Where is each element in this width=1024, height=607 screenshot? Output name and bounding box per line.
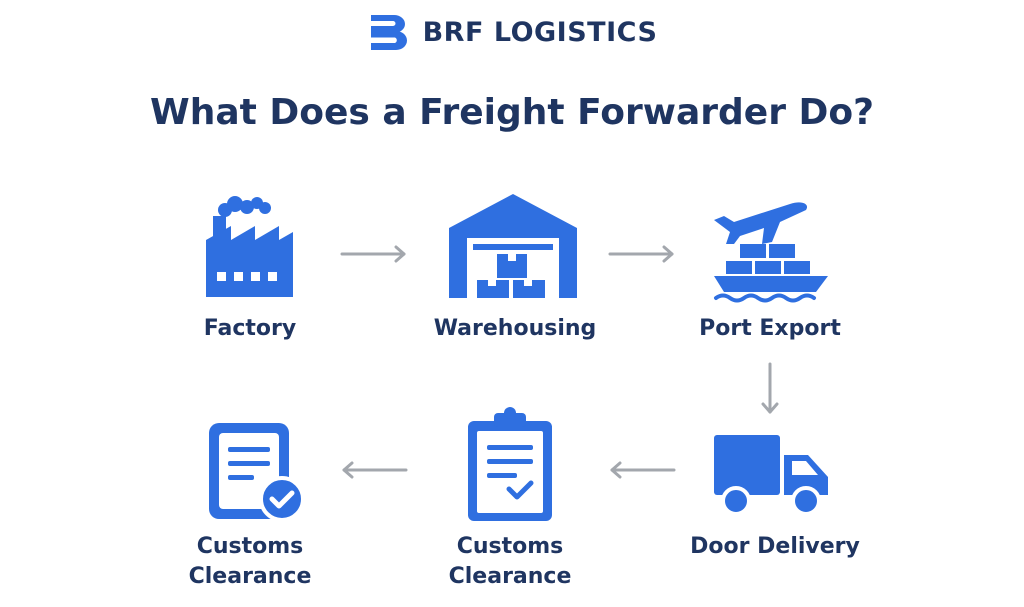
warehouse-icon bbox=[449, 194, 577, 298]
b-letter-logo-icon bbox=[370, 15, 407, 50]
brand-header: BRF LOGISTICS bbox=[0, 12, 1024, 52]
brand-name-rest: LOGISTICS bbox=[493, 16, 658, 48]
brand-name: BRF LOGISTICS bbox=[423, 17, 658, 48]
step-label: Door Delivery bbox=[690, 532, 860, 562]
arrow-right-icon bbox=[608, 245, 674, 263]
step-label: Customs Clearance bbox=[430, 532, 590, 592]
step-label: Port Export bbox=[690, 314, 850, 344]
step-label-line: Clearance bbox=[188, 564, 312, 589]
factory-icon bbox=[206, 196, 293, 297]
step-label: Factory bbox=[170, 314, 330, 344]
step-label-line: Clearance bbox=[448, 564, 572, 589]
arrow-down-icon bbox=[761, 362, 779, 414]
step-label-line: Factory bbox=[203, 316, 297, 341]
step-customs-clearance-clipboard: Customs Clearance bbox=[430, 405, 590, 595]
arrow-left-icon bbox=[342, 461, 408, 479]
arrow-left-icon bbox=[610, 461, 676, 479]
page-title: What Does a Freight Forwarder Do? bbox=[149, 92, 875, 133]
arrow-right-icon bbox=[340, 245, 406, 263]
step-label: Customs Clearance bbox=[170, 532, 330, 592]
brand-name-strong: BRF bbox=[422, 16, 484, 48]
clipboard-checklist-icon bbox=[468, 407, 552, 521]
step-customs-clearance-document: Customs Clearance bbox=[170, 405, 330, 595]
document-check-icon bbox=[209, 423, 305, 522]
step-label-line: Customs bbox=[456, 534, 564, 559]
step-label-line: Port Export bbox=[699, 316, 841, 341]
plane-and-ship-icon bbox=[714, 202, 828, 303]
step-label-line: Door Delivery bbox=[690, 534, 860, 559]
truck-icon bbox=[714, 435, 828, 516]
step-port-export: Port Export bbox=[690, 188, 850, 348]
step-label: Warehousing bbox=[430, 314, 600, 344]
step-label-line: Customs bbox=[196, 534, 304, 559]
step-label-line: Warehousing bbox=[433, 316, 597, 341]
step-door-delivery: Door Delivery bbox=[690, 425, 860, 575]
step-factory: Factory bbox=[170, 188, 330, 348]
step-warehousing: Warehousing bbox=[430, 188, 600, 348]
